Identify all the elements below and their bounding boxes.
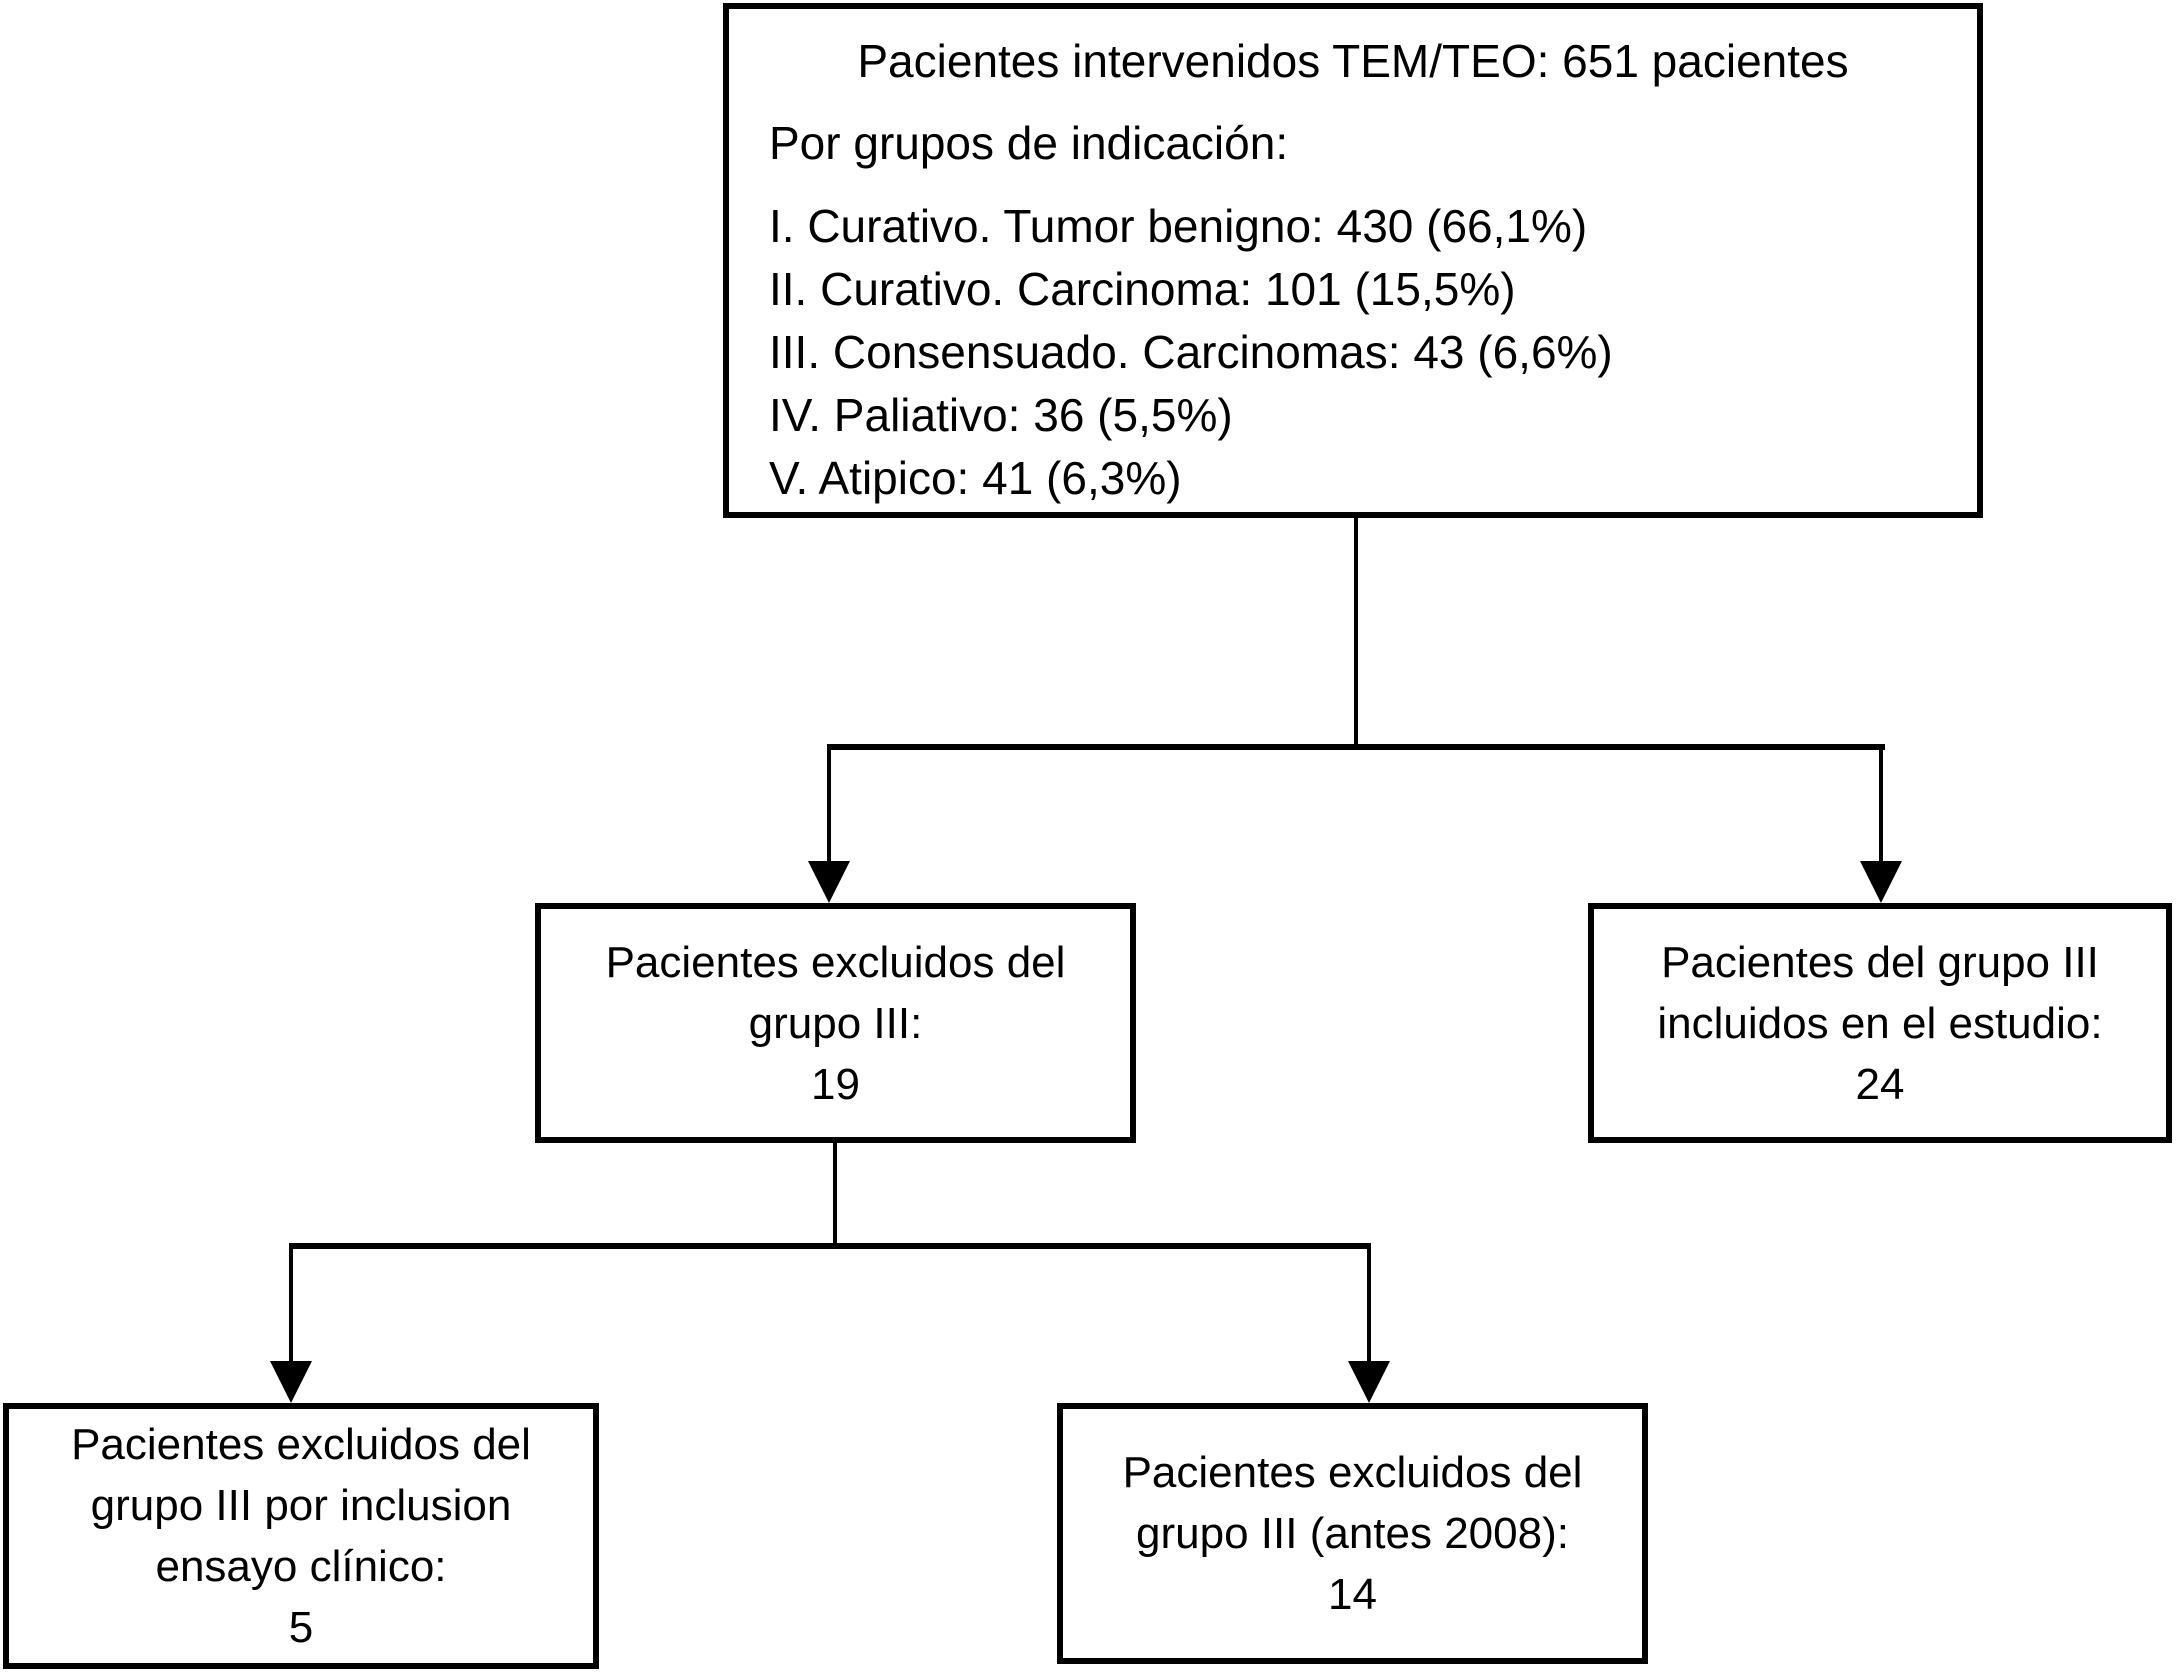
connector-to-included-study (1879, 744, 1883, 862)
root-group-4: IV. Paliativo: 36 (5,5%) (769, 389, 1233, 441)
connector-excluded-stem (833, 1143, 837, 1245)
root-group-1: I. Curativo. Tumor benigno: 430 (66,1%) (769, 200, 1588, 252)
connector-to-excluded-group3 (827, 744, 831, 862)
node-excluded-group3-line-1: Pacientes excluidos del (605, 937, 1066, 987)
root-group-3: III. Consensuado. Carcinomas: 43 (6,6%) (769, 326, 1613, 378)
node-included-study: Pacientes del grupo III incluidos en el … (1588, 903, 2172, 1143)
node-excluded-2008: Pacientes excluidos del grupo III (antes… (1057, 1403, 1648, 1664)
node-excluded-trial: Pacientes excluidos del grupo III por in… (3, 1403, 599, 1669)
node-included-study-value: 24 (1855, 1059, 1905, 1109)
node-excluded-2008-value: 14 (1328, 1570, 1377, 1619)
root-subtitle: Por grupos de indicación: (769, 117, 1289, 169)
arrowhead-down-icon (270, 1361, 312, 1403)
node-root-patients: Pacientes intervenidos TEM/TEO: 651 paci… (723, 3, 1983, 518)
node-excluded-group3: Pacientes excluidos del grupo III: 19 (535, 903, 1136, 1143)
arrowhead-down-icon (1348, 1361, 1390, 1403)
node-excluded-group3-value: 19 (811, 1059, 860, 1109)
connector-to-excluded-2008 (1367, 1243, 1371, 1361)
root-group-2: II. Curativo. Carcinoma: 101 (15,5%) (769, 263, 1516, 315)
node-excluded-2008-line-1: Pacientes excluidos del (1122, 1448, 1583, 1497)
node-excluded-trial-line-2: grupo III por inclusion (90, 1481, 512, 1530)
arrowhead-down-icon (808, 861, 850, 903)
connector-branch-bottom (289, 1243, 1371, 1249)
node-excluded-trial-line-1: Pacientes excluidos del (71, 1420, 531, 1469)
connector-branch-top (827, 744, 1885, 750)
node-excluded-trial-line-3: ensayo clínico: (155, 1542, 447, 1591)
connector-root-stem (1354, 518, 1358, 746)
connector-to-excluded-trial (289, 1243, 293, 1361)
node-excluded-trial-value: 5 (288, 1603, 314, 1652)
node-excluded-2008-line-2: grupo III (antes 2008): (1136, 1509, 1569, 1558)
node-included-study-line-1: Pacientes del grupo III (1661, 937, 2099, 987)
node-included-study-line-2: incluidos en el estudio: (1657, 998, 2103, 1048)
root-group-5: V. Atipico: 41 (6,3%) (769, 452, 1182, 504)
node-excluded-group3-line-2: grupo III: (748, 998, 923, 1048)
arrowhead-down-icon (1860, 861, 1902, 903)
root-title: Pacientes intervenidos TEM/TEO: 651 paci… (857, 35, 1849, 87)
